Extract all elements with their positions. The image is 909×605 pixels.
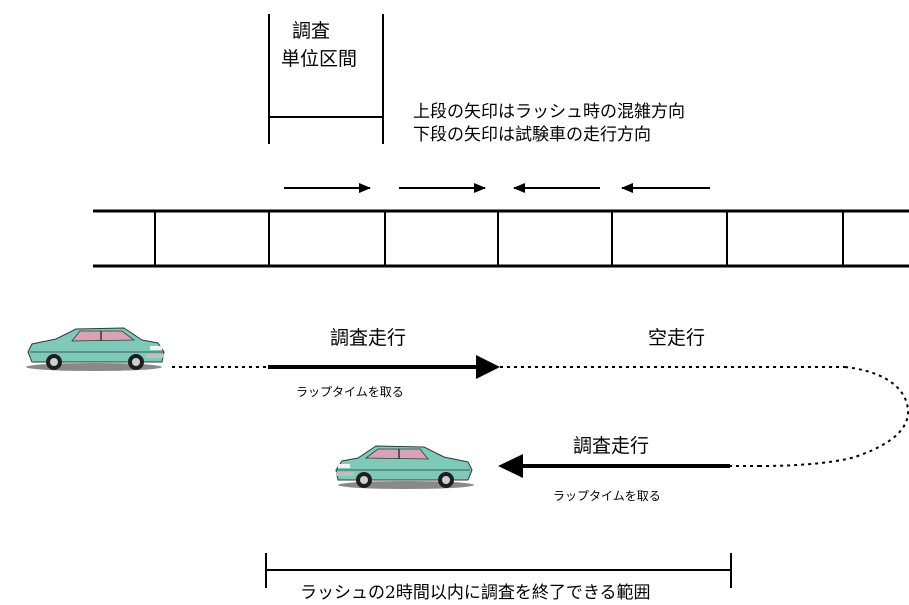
empty-run-label: 空走行 bbox=[648, 327, 706, 349]
survey-range-caption: ラッシュの2時間以内に調査を終了できる範囲 bbox=[300, 583, 651, 603]
lap-time-label-bottom: ラップタイムを取る bbox=[553, 489, 661, 503]
survey-range-bracket bbox=[265, 553, 732, 588]
vehicle-route bbox=[172, 355, 909, 478]
survey-run-arrowhead-forward bbox=[476, 355, 500, 379]
survey-run-label-bottom: 調査走行 bbox=[573, 435, 650, 457]
test-car-right bbox=[26, 327, 165, 371]
survey-run-label-top: 調査走行 bbox=[330, 327, 407, 349]
note-line2: 下段の矢印は試験車の走行方向 bbox=[413, 125, 651, 145]
lap-time-label-top: ラップタイムを取る bbox=[296, 385, 404, 399]
test-car-left bbox=[335, 445, 474, 489]
unit-section-label-line2: 単位区間 bbox=[281, 48, 358, 70]
survey-run-arrowhead-return bbox=[498, 454, 523, 478]
unit-section-label-line1: 調査 bbox=[292, 20, 331, 42]
road bbox=[93, 209, 909, 268]
note-line1: 上段の矢印はラッシュ時の混雑方向 bbox=[413, 102, 685, 122]
turnaround-dotted-curve bbox=[759, 366, 909, 467]
unit-section-bracket bbox=[268, 14, 384, 144]
